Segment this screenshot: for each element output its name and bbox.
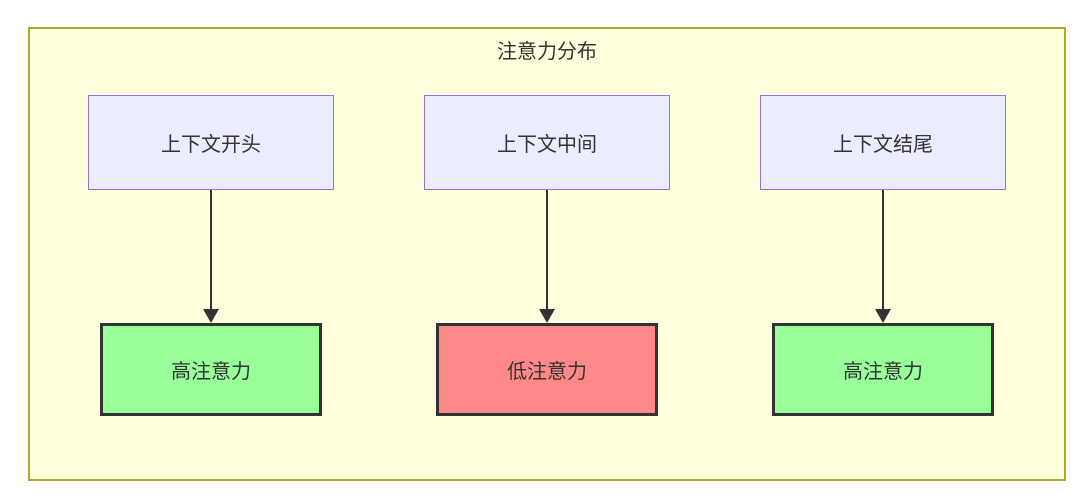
column-context-end: 上下文结尾 高注意力 — [760, 95, 1006, 416]
arrow-head — [539, 309, 555, 323]
arrow-down-icon — [539, 190, 555, 323]
diagram-title: 注意力分布 — [497, 41, 597, 63]
node-high-attention-1: 高注意力 — [100, 323, 322, 416]
node-context-middle-label: 上下文中间 — [497, 134, 597, 156]
arrow-head — [875, 309, 891, 323]
node-low-attention-label: 低注意力 — [507, 361, 587, 383]
arrow-down-icon — [875, 190, 891, 323]
arrow-shaft — [210, 190, 212, 309]
node-context-end: 上下文结尾 — [760, 95, 1006, 190]
node-low-attention: 低注意力 — [436, 323, 658, 416]
node-context-start-label: 上下文开头 — [161, 134, 261, 156]
attention-distribution-diagram: 注意力分布 上下文开头 高注意力 上下文中间 低注意力 — [28, 27, 1066, 481]
node-high-attention-2: 高注意力 — [772, 323, 994, 416]
arrow-down-icon — [203, 190, 219, 323]
column-context-middle: 上下文中间 低注意力 — [424, 95, 670, 416]
arrow-shaft — [546, 190, 548, 309]
node-high-attention-1-label: 高注意力 — [171, 361, 251, 383]
node-context-start: 上下文开头 — [88, 95, 334, 190]
node-context-end-label: 上下文结尾 — [833, 134, 933, 156]
diagram-columns: 上下文开头 高注意力 上下文中间 低注意力 上下文结 — [30, 95, 1064, 416]
column-context-start: 上下文开头 高注意力 — [88, 95, 334, 416]
node-context-middle: 上下文中间 — [424, 95, 670, 190]
arrow-shaft — [882, 190, 884, 309]
arrow-head — [203, 309, 219, 323]
node-high-attention-2-label: 高注意力 — [843, 361, 923, 383]
